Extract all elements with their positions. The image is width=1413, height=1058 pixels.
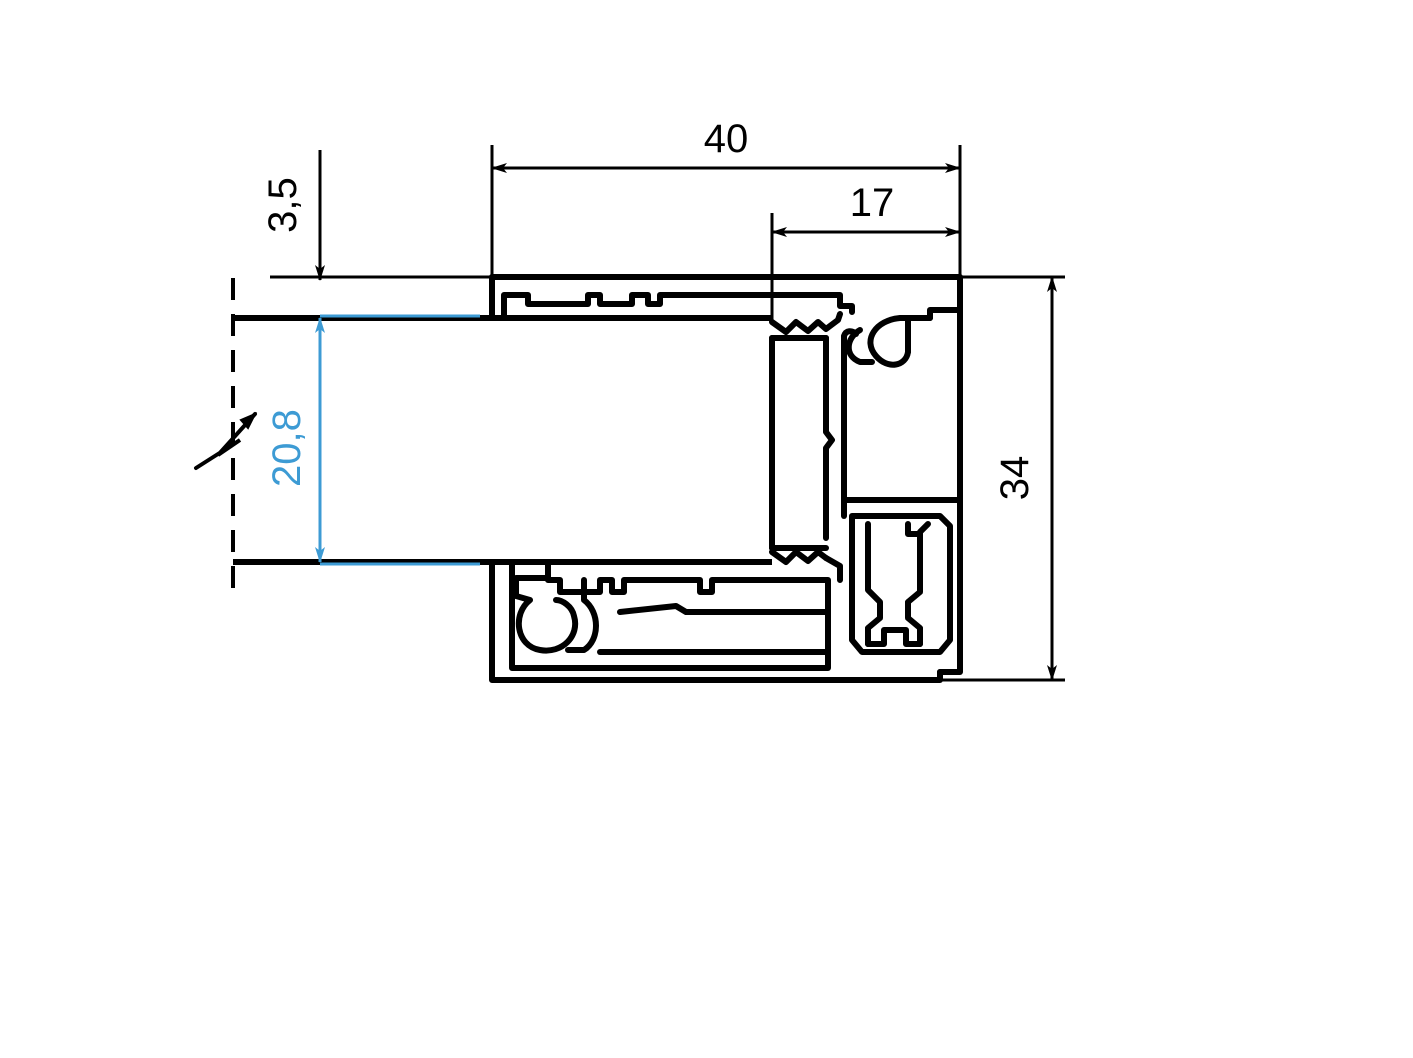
dim34-label: 34 <box>993 456 1037 501</box>
mid-to-bottom-link <box>823 555 843 583</box>
upper-seal-hook-outer <box>867 315 933 368</box>
centerline-group <box>194 278 258 600</box>
dimension-17: 17 <box>770 181 962 322</box>
dim17-label: 17 <box>850 181 895 225</box>
lower-seal-hook-outer <box>513 575 579 654</box>
mid-gasket-right-wall <box>823 335 835 541</box>
bottom-chamber-divider <box>617 603 831 615</box>
glass-panel-edges <box>233 315 772 565</box>
dimension-34: 34 <box>938 275 1065 682</box>
profile-geometry <box>489 274 963 683</box>
lower-gasket-seat <box>769 549 829 565</box>
screw-port-outer <box>849 513 953 655</box>
bottom-plate-outline <box>489 559 943 683</box>
screw-port-inner <box>865 521 883 647</box>
screw-port-cap <box>905 521 923 537</box>
upper-gasket-seat <box>769 311 843 335</box>
right-skirt <box>937 497 963 675</box>
lower-seal-hook-inner <box>565 577 599 653</box>
break-symbol-arrowhead <box>239 412 258 430</box>
screw-port-foot <box>865 627 923 647</box>
dimension-20-8: 20,8 <box>265 314 480 566</box>
bottom-chamber <box>509 559 831 671</box>
screw-port-inner-right <box>905 521 931 647</box>
dimension-40: 40 <box>490 117 962 282</box>
dim40-label: 40 <box>704 117 749 161</box>
dim35-label: 3,5 <box>261 177 305 233</box>
dim208-label: 20,8 <box>265 409 309 487</box>
right-inner-wall <box>841 328 963 503</box>
bottom-plate-inner-groove <box>545 559 831 603</box>
break-symbol-zigzag <box>194 412 257 470</box>
dimension-3-5: 3,5 <box>261 150 492 281</box>
top-plate-inner-groove <box>501 292 855 321</box>
